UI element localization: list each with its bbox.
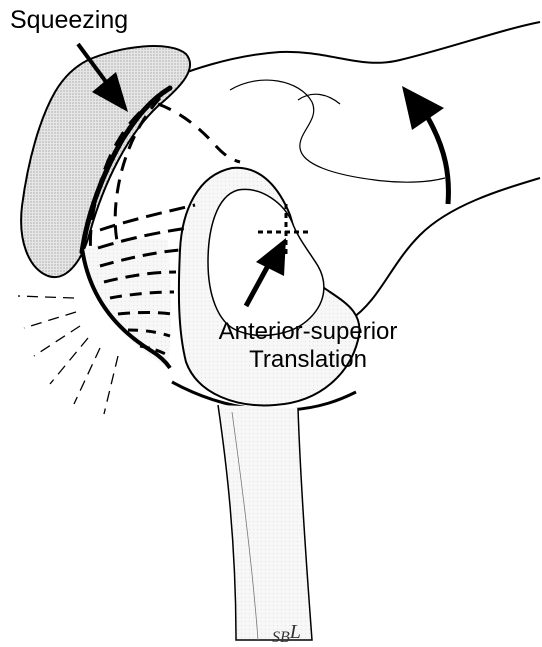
rotation-arrow-shaft bbox=[428, 118, 448, 204]
humerus-head-outline bbox=[150, 22, 540, 88]
curved-arrow-icon bbox=[402, 86, 448, 204]
artist-signature: SBL bbox=[272, 621, 301, 647]
hatch-line bbox=[118, 313, 172, 315]
translation-label: Anterior-superior Translation bbox=[208, 318, 408, 374]
humeral-head-bump bbox=[298, 94, 340, 104]
radiation-line bbox=[34, 326, 80, 356]
translation-label-line2: Translation bbox=[208, 346, 408, 374]
arch-dashed-upper bbox=[158, 104, 240, 162]
rotation-arrow-head bbox=[402, 86, 444, 130]
squeezing-label: Squeezing bbox=[10, 6, 128, 35]
squeeze-radiation bbox=[18, 296, 118, 414]
radiation-line bbox=[74, 348, 100, 404]
signature-initials: SB bbox=[272, 629, 290, 646]
scapula bbox=[172, 168, 359, 640]
translation-label-line1: Anterior-superior bbox=[208, 318, 408, 346]
signature-last: L bbox=[290, 621, 301, 643]
radiation-line bbox=[50, 338, 88, 384]
radiation-line bbox=[104, 356, 118, 414]
radiation-line bbox=[18, 296, 74, 298]
radiation-line bbox=[24, 312, 76, 328]
scapula-spine bbox=[218, 405, 312, 640]
